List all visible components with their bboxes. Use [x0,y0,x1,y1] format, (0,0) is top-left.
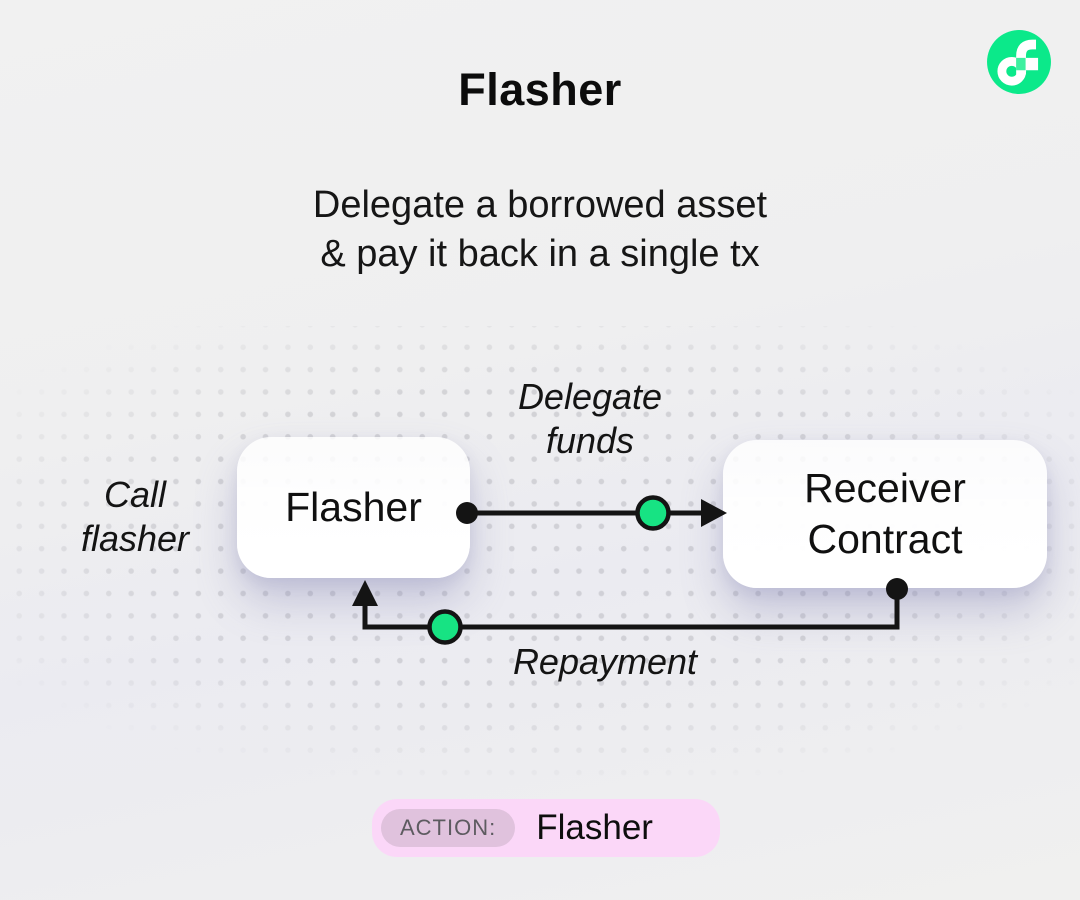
flow-logo-icon [986,29,1052,95]
node-receiver-label: Receiver Contract [804,463,966,566]
page-title: Flasher [458,64,622,115]
node-receiver-line-1: Receiver [804,464,966,511]
action-chip: ACTION: [381,809,516,847]
call-label-line-2: flasher [80,518,190,559]
node-receiver-line-2: Contract [807,516,963,562]
call-label-line-1: Call [103,474,166,515]
node-flasher: Flasher [237,437,470,578]
node-receiver-contract: Receiver Contract [723,440,1047,588]
subtitle-line-2: & pay it back in a single tx [320,233,760,275]
action-value: Flasher [536,808,653,847]
flow-logo-svg [987,30,1051,94]
delegate-funds-label: Delegate funds [460,375,720,463]
delegate-label-line-2: funds [545,420,635,461]
action-badge: ACTION: Flasher [372,799,720,857]
subtitle-line-1: Delegate a borrowed asset [312,184,768,226]
repayment-label: Repayment [512,641,698,682]
node-flasher-label: Flasher [285,483,422,530]
delegate-label-line-1: Delegate [517,376,663,417]
page-subtitle: Delegate a borrowed asset & pay it back … [0,181,1080,279]
call-flasher-label: Call flasher [40,473,230,561]
